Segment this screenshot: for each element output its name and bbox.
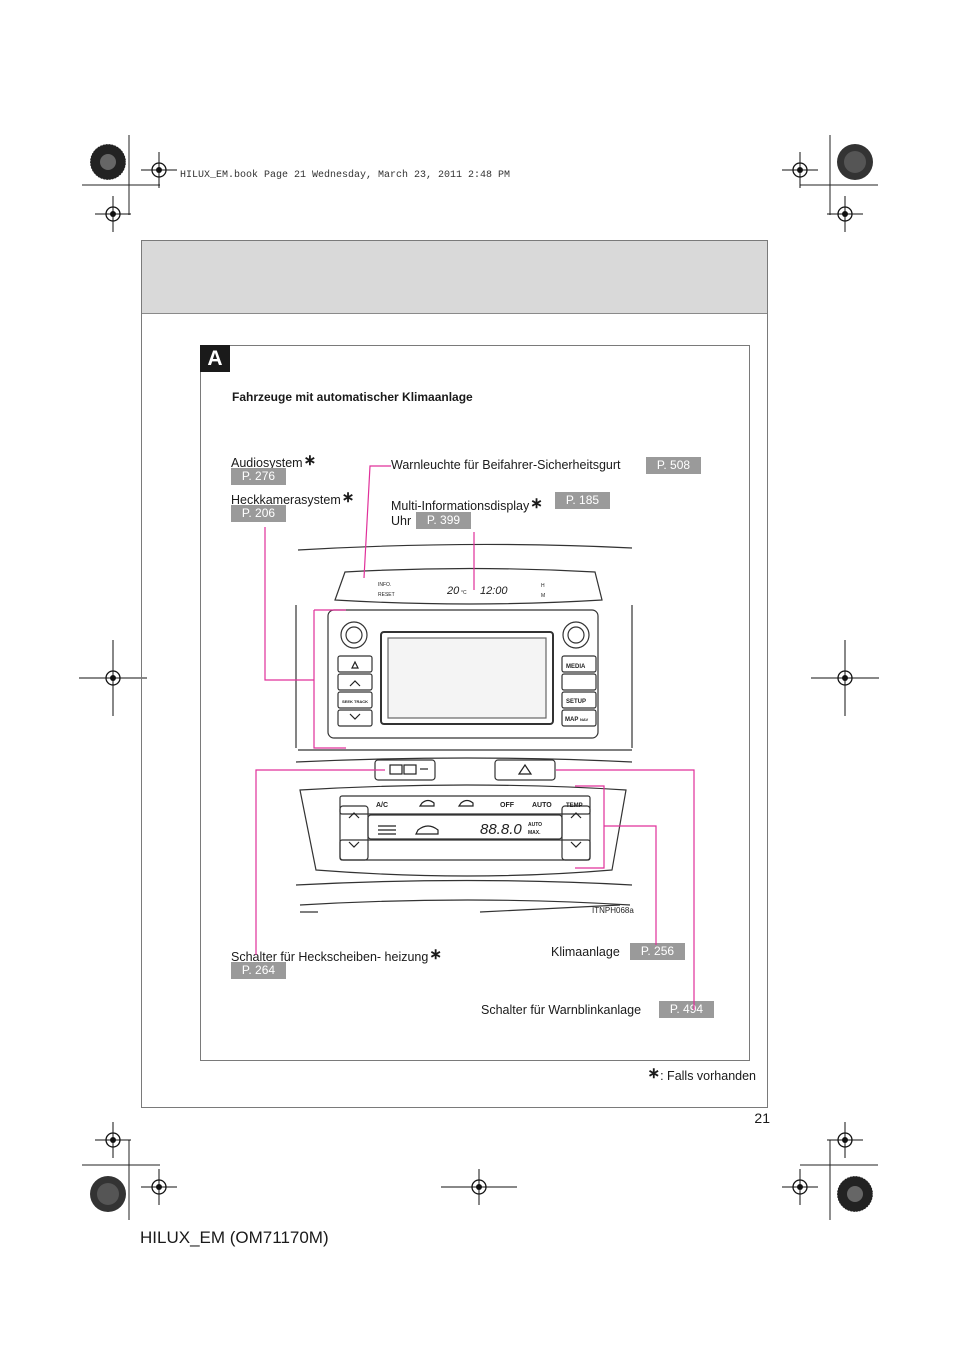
h-label: H — [541, 583, 545, 589]
temp-down-left-icon — [348, 841, 360, 848]
temp-up-left-icon — [348, 812, 360, 819]
asterisk-icon: ∗ — [530, 495, 543, 512]
leader-lines — [255, 465, 695, 1010]
seek-track-label: SEEK TRACK — [342, 699, 368, 704]
callout-camera: Heckkamerasystem∗ — [231, 489, 355, 507]
section-box — [200, 345, 750, 1061]
ac-button-label: A/C — [376, 802, 388, 809]
callout-clock: Uhr — [391, 514, 412, 528]
callout-defogger: Schalter für Heckscheiben- heizung∗ — [231, 946, 442, 964]
temp-button-label: TEMP — [566, 803, 583, 809]
asterisk-icon: ∗ — [647, 1065, 661, 1082]
crosshair-marks — [79, 152, 879, 1205]
manual-code: HILUX_EM (OM71170M) — [140, 1228, 329, 1247]
callout-seatbelt: Warnleuchte für Beifahrer-Sicherheitsgur… — [391, 458, 621, 472]
clock-readout: 12:00 — [480, 585, 508, 597]
hazard-icon — [517, 763, 533, 775]
ref-multi-info[interactable]: P. 185 — [555, 492, 610, 509]
m-label: M — [541, 593, 545, 599]
climate-readout: 88.8.0 — [480, 821, 522, 838]
callout-audio: Audiosystem∗ — [231, 452, 317, 470]
nav-button-label: NAV — [580, 717, 588, 722]
map-button-label: MAP — [565, 717, 578, 723]
chevron-up-icon — [349, 680, 361, 687]
recirc-icon — [418, 799, 435, 807]
asterisk-icon: ∗ — [341, 489, 355, 506]
book-slug: HILUX_EM.book Page 21 Wednesday, March 2… — [180, 170, 511, 181]
callout-hazard: Schalter für Warnblinkanlage — [481, 1003, 642, 1017]
temp-readout: 20 — [446, 585, 460, 597]
temp-down-right-icon — [570, 841, 582, 848]
rear-defogger-icon — [403, 764, 417, 775]
page-number: 21 — [754, 1110, 770, 1126]
setup-button-label: SETUP — [566, 699, 586, 705]
auto-badge: AUTO — [528, 822, 542, 828]
fan-level-icon — [378, 825, 396, 835]
callout-multi-info: Multi-Informationsdisplay∗ — [391, 495, 543, 513]
asterisk-icon: ∗ — [303, 452, 317, 469]
fan-off-label: OFF — [500, 802, 515, 809]
info-label: INFO. — [378, 582, 391, 588]
page-frame — [141, 240, 768, 1108]
defogger-icon — [389, 764, 403, 775]
temp-unit: °C — [461, 590, 467, 596]
asterisk-icon: ∗ — [429, 946, 442, 963]
ref-clock[interactable]: P. 399 — [416, 512, 471, 529]
footnote: ∗: Falls vorhanden — [647, 1065, 756, 1083]
ref-camera[interactable]: P. 206 — [231, 505, 286, 522]
ref-hazard[interactable]: P. 494 — [659, 1001, 714, 1018]
sunburst-marks — [89, 143, 874, 1213]
media-button-label: MEDIA — [566, 664, 586, 670]
header-band — [142, 241, 767, 314]
max-badge: MAX. — [528, 830, 541, 836]
figure-id: ITNPH068a — [592, 906, 634, 915]
ref-defogger[interactable]: P. 264 — [231, 962, 286, 979]
ref-seatbelt[interactable]: P. 508 — [646, 457, 701, 474]
callout-aircon: Klimaanlage — [551, 945, 620, 959]
fresh-air-icon — [457, 799, 474, 807]
chevron-down-icon — [349, 713, 361, 720]
temp-up-right-icon — [570, 812, 582, 819]
auto-button-label: AUTO — [532, 802, 552, 809]
section-letter: A — [200, 345, 230, 372]
eject-icon — [351, 660, 359, 669]
ref-aircon[interactable]: P. 256 — [630, 943, 685, 960]
section-subtitle: Fahrzeuge mit automatischer Klimaanlage — [232, 390, 473, 404]
car-icon — [415, 825, 439, 835]
reset-label: RESET — [378, 592, 395, 598]
ref-audio[interactable]: P. 276 — [231, 468, 286, 485]
